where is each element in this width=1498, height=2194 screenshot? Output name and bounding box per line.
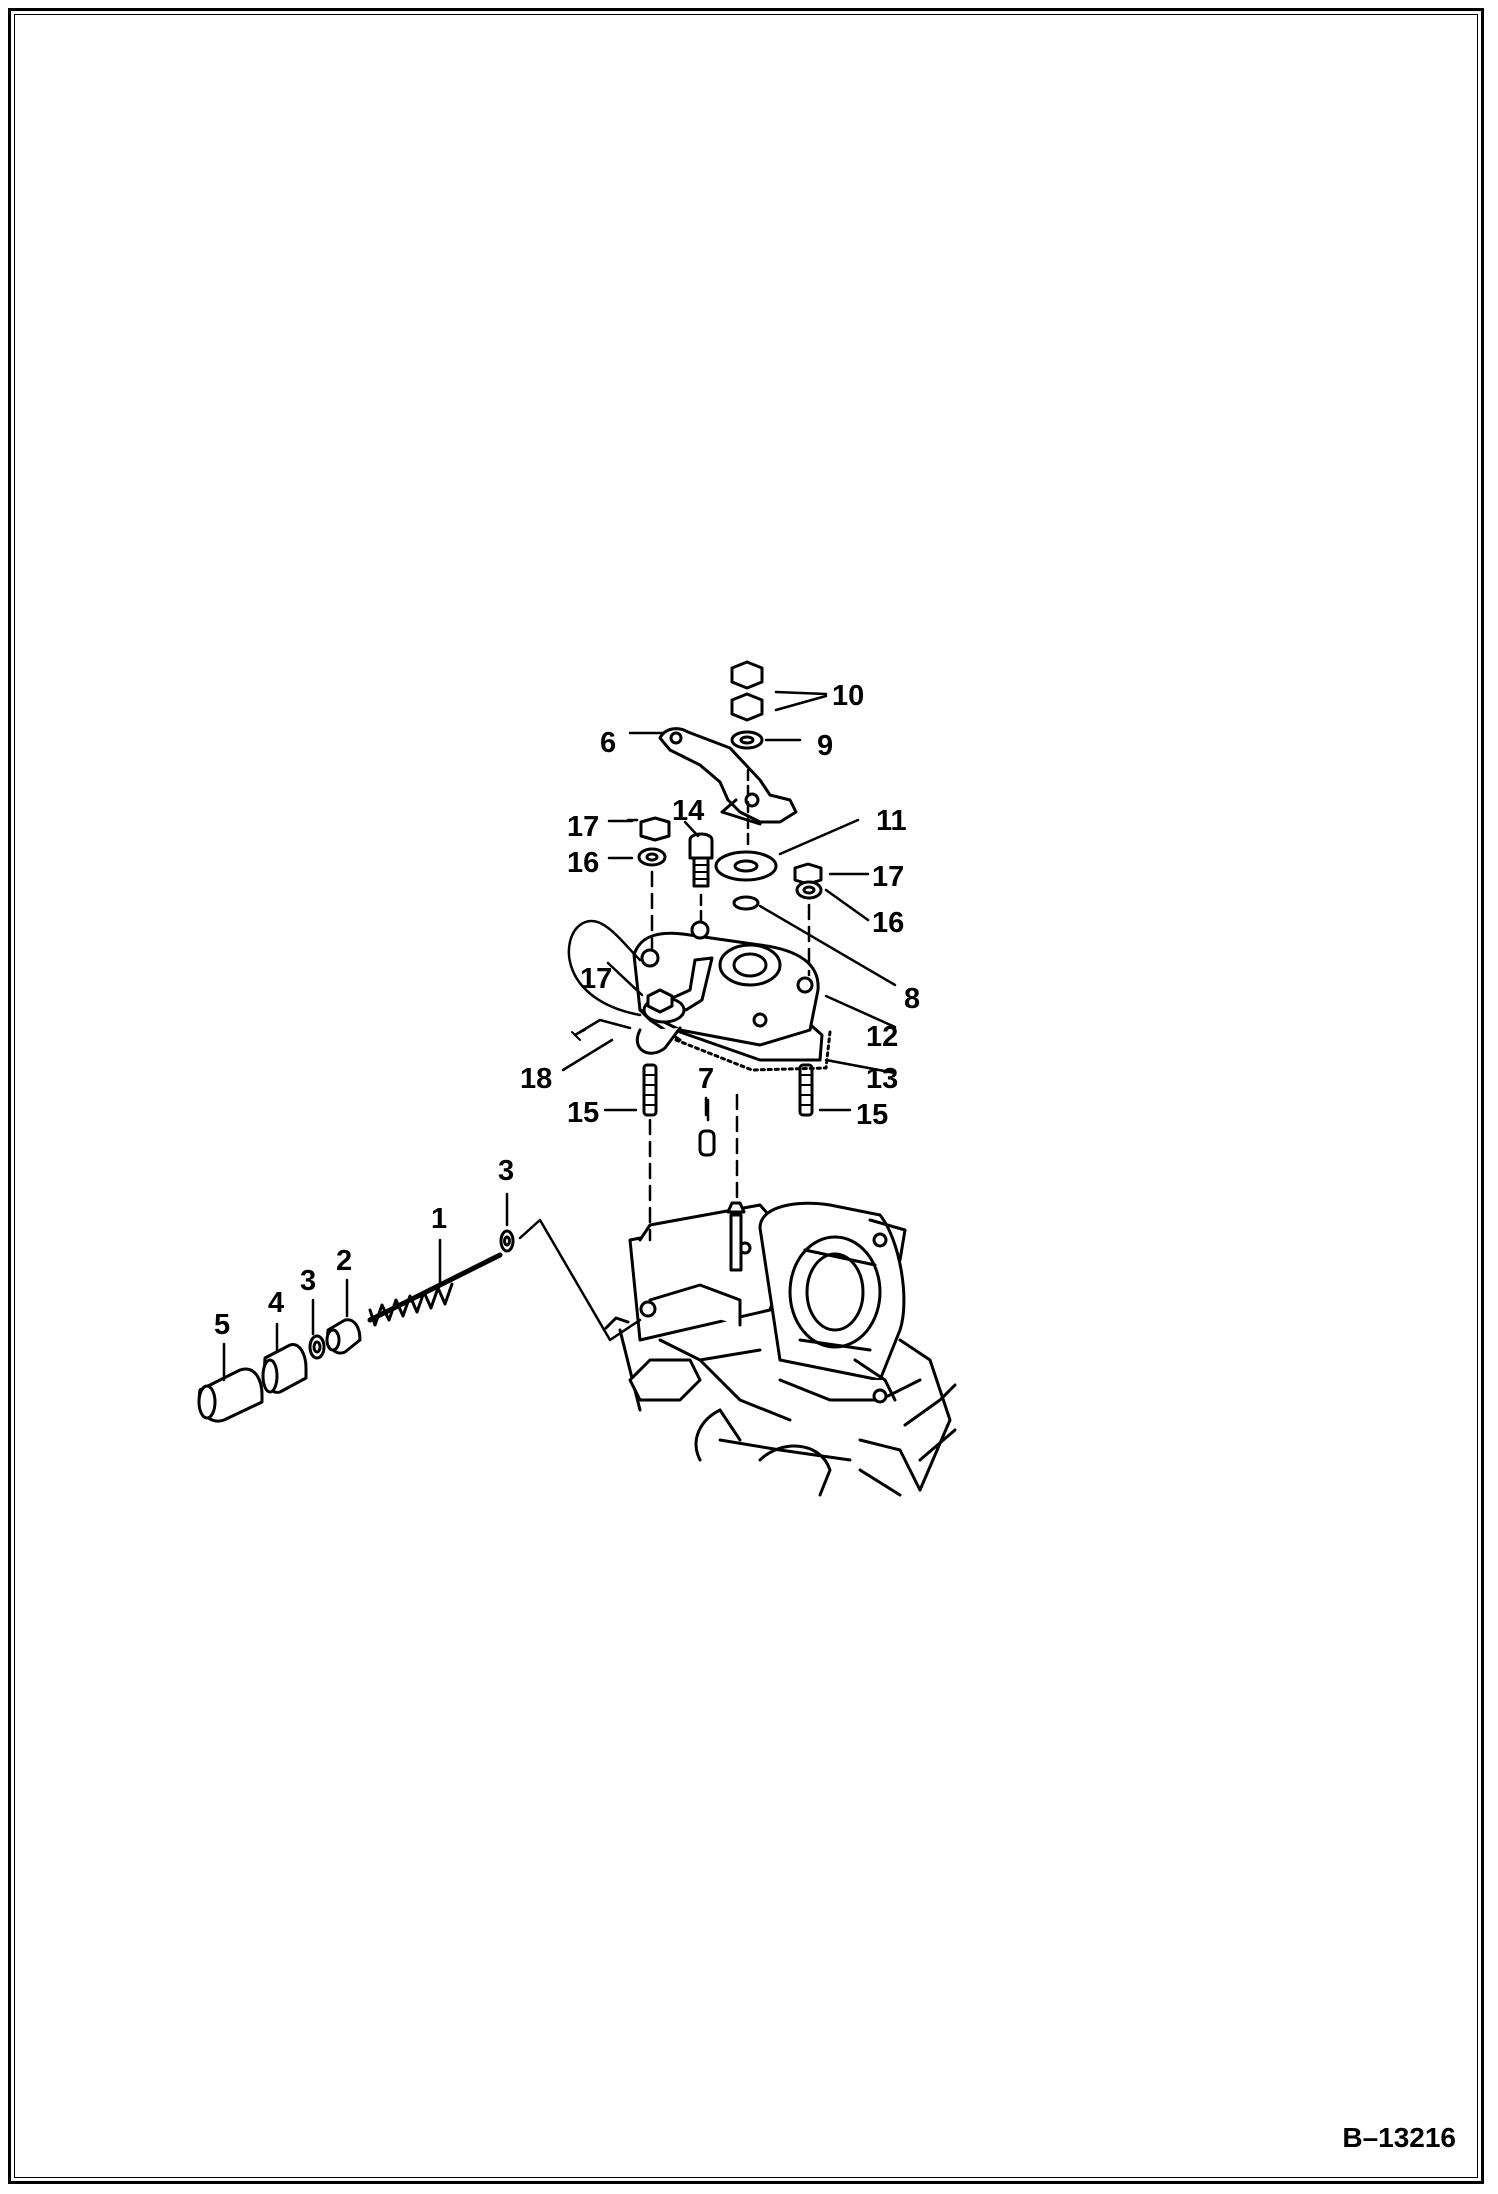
callout-3-top: 3 — [498, 1155, 514, 1187]
callout-15-right: 15 — [856, 1099, 888, 1131]
washer-16-left — [637, 847, 667, 950]
figure-reference-number: B–13216 — [1342, 2122, 1456, 2153]
outer-border — [8, 8, 1484, 2184]
nut-17-lever — [646, 988, 674, 1014]
pin-7 — [698, 1098, 716, 1157]
washer-9 — [730, 730, 764, 750]
cover-12 — [632, 920, 820, 1047]
washer-3-rod — [308, 1334, 326, 1360]
stud-bolt-15-left — [642, 1063, 658, 1242]
stud-bolt-15-right — [798, 1063, 814, 1117]
callout-18: 18 — [520, 1063, 552, 1095]
callout-1: 1 — [431, 1203, 447, 1235]
cap-5 — [197, 1367, 264, 1423]
shaft — [726, 1093, 746, 1272]
nut-17-right — [793, 862, 823, 886]
spring-rod-1 — [367, 1252, 503, 1327]
callout-17-left: 17 — [567, 811, 599, 843]
leader-rod-to-housing — [518, 1218, 642, 1342]
o-ring-8 — [732, 895, 760, 911]
nut-10-lower — [730, 692, 764, 722]
callout-5: 5 — [214, 1309, 230, 1341]
nut-2 — [325, 1318, 362, 1355]
sleeve-4 — [261, 1343, 308, 1394]
bolt-14 — [688, 832, 714, 922]
callout-2: 2 — [336, 1245, 352, 1277]
washer-16-right — [795, 880, 823, 977]
callout-11: 11 — [876, 805, 907, 837]
nut-17-left — [639, 816, 671, 842]
nut-10-upper — [730, 660, 764, 690]
callout-15-left: 15 — [567, 1097, 599, 1129]
engine-housing — [604, 1201, 957, 1497]
callout-7: 7 — [698, 1063, 714, 1095]
callout-3-rod: 3 — [300, 1265, 316, 1297]
callout-12: 12 — [866, 1021, 898, 1053]
callout-9: 9 — [817, 730, 833, 762]
leader-lines — [222, 690, 897, 1382]
callout-16-right: 16 — [872, 907, 904, 939]
washer-11 — [714, 850, 778, 882]
washer-3-top — [499, 1229, 515, 1253]
callout-13: 13 — [866, 1063, 898, 1095]
callout-14: 14 — [672, 795, 704, 827]
callout-10: 10 — [832, 680, 864, 712]
lever-plate-6 — [658, 727, 798, 847]
callout-labels: 10 9 6 11 14 17 16 17 16 8 17 12 13 18 7… — [214, 680, 920, 1341]
inner-border — [14, 14, 1478, 2178]
callout-4: 4 — [268, 1287, 284, 1319]
callout-8: 8 — [904, 983, 920, 1015]
callout-6: 6 — [600, 727, 616, 759]
callout-17-lever: 17 — [580, 963, 612, 995]
callout-16-left: 16 — [567, 847, 599, 879]
callout-17-right: 17 — [872, 861, 904, 893]
